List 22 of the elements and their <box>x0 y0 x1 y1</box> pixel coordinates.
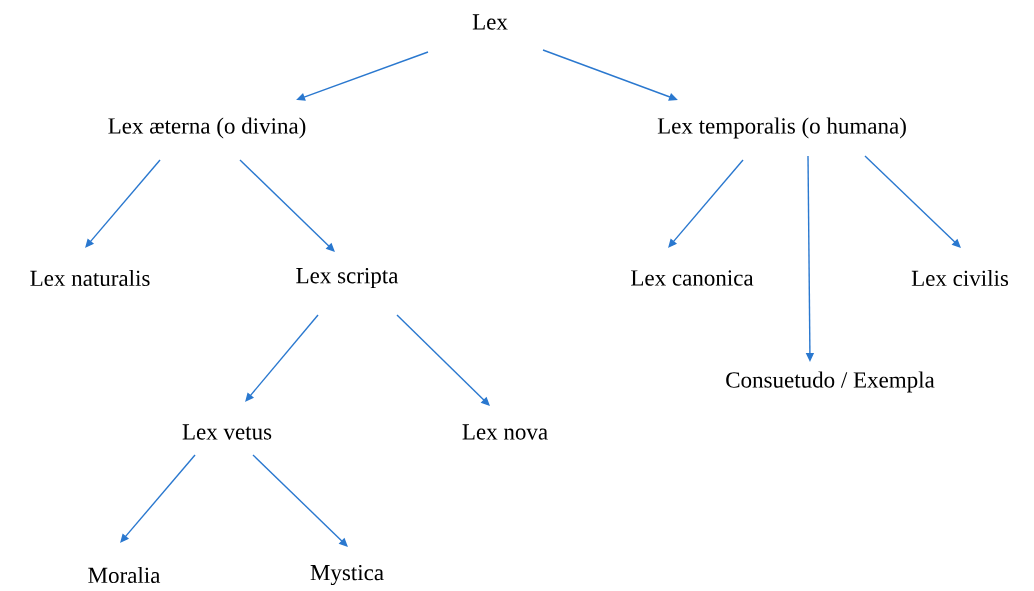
arrow <box>245 314 319 402</box>
arrow <box>252 454 348 547</box>
arrow <box>120 454 196 543</box>
arrow <box>864 155 961 248</box>
arrow <box>668 159 744 248</box>
term-label: Lex temporalis (o humana) <box>657 117 906 139</box>
term-label: Lex canonica <box>631 270 754 286</box>
arrow <box>396 314 490 406</box>
arrow <box>542 49 678 101</box>
arrow <box>239 159 335 252</box>
term-label: Lex naturalis <box>30 269 150 287</box>
term-label: Lex æterna (o divina) <box>108 117 306 139</box>
term-label: Mystica <box>310 564 384 586</box>
term-label: Lex <box>472 14 508 30</box>
term-label: Lex scripta <box>296 267 399 289</box>
term-label: Moralia <box>88 566 161 584</box>
term-label: Consuetudo / Exempla <box>726 371 935 393</box>
term-label: Lex civilis <box>911 269 1009 287</box>
term-label: Lex nova <box>462 424 548 440</box>
term-label: Lex vetus <box>182 424 272 440</box>
arrow <box>296 51 429 101</box>
arrow <box>85 159 161 248</box>
